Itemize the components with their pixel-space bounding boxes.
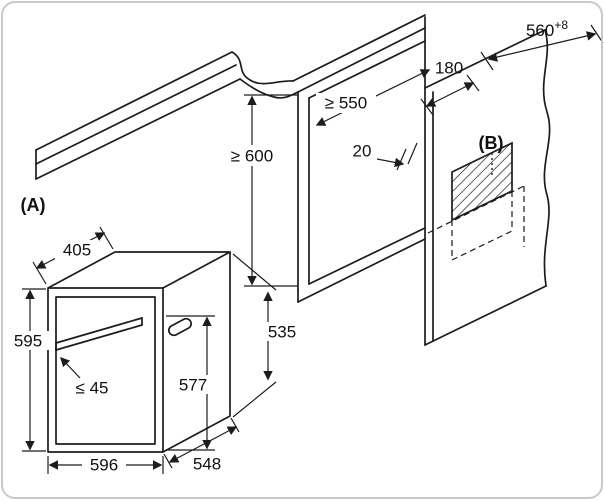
dim-top-depth: 405: [63, 241, 91, 260]
label-backplate: [55, 240, 99, 259]
dim-oven-width: 596: [90, 456, 118, 475]
dim-body-height: 577: [179, 376, 207, 395]
niche-dimensions: ≥ 600 ≥ 550 20 180 560+8: [221, 18, 604, 287]
dim-niche-width: 560+8: [526, 18, 568, 40]
break-wave-upper: [231, 51, 294, 85]
dim-handle-depth: ≤ 45: [76, 379, 109, 398]
vent-cutout: (B): [451, 133, 513, 261]
countertop-front-edge: [35, 64, 237, 165]
dim-535-ext-top: [232, 253, 277, 291]
oven-dimensions: (A) 405 595 ≤ 45 577 535: [7, 195, 305, 475]
dim-180-ext-left: [420, 98, 434, 116]
niche-ceiling-edge: [308, 40, 426, 99]
dim-405-ext-a: [32, 261, 47, 285]
oven-side-latch: [167, 317, 193, 337]
oven-door: [55, 296, 156, 445]
cabinet-base-edge: [297, 238, 426, 303]
view-label-a: (A): [21, 195, 46, 215]
label-backplate: [316, 93, 376, 113]
label-backplate: [7, 331, 50, 350]
dim-rear-height: 535: [268, 323, 296, 342]
dim-niche-width-tolerance: +8: [554, 18, 568, 32]
oven-handle-bottom: [55, 324, 143, 351]
dim-20-tick-b: [407, 142, 418, 165]
dim-niche-depth: ≥ 550: [325, 94, 367, 113]
dim-535-ext-bottom: [232, 381, 277, 418]
view-label-b: (B): [479, 133, 504, 153]
label-backplate: [172, 375, 214, 394]
countertop-bottom-edge: [35, 78, 241, 180]
dim-180-line: [425, 82, 475, 107]
dim-560-line: [487, 31, 597, 62]
dim-vent-distance: 180: [435, 59, 463, 78]
dim-548-ext-b: [230, 417, 240, 433]
vent-cutout-hatch: [451, 141, 513, 222]
vent-hidden-bottom: [451, 230, 513, 261]
label-backplate: [82, 455, 126, 474]
oven-front-face: [47, 287, 164, 453]
dim-oven-depth: 548: [193, 455, 221, 474]
dim-oven-height: 595: [14, 332, 42, 351]
dim-405-ext-b: [99, 226, 114, 250]
dim-20-tick-a: [396, 148, 407, 171]
dim-45-arrow: [60, 356, 81, 379]
dim-niche-height: ≥ 600: [231, 147, 273, 166]
oven-top-face: [47, 251, 231, 289]
dim-rear-gap: 20: [353, 142, 372, 161]
oven: [47, 251, 231, 453]
countertop: [35, 14, 426, 180]
niche-floor-edge: [308, 227, 426, 285]
hidden-base-edge: [427, 185, 525, 234]
rear-panel-bottom-edge: [424, 285, 547, 346]
countertop-top-edge-right: [292, 14, 426, 82]
label-backplate: [221, 145, 283, 166]
oven-handle-top: [55, 317, 143, 344]
niche-top-edge: [297, 27, 426, 93]
label-backplate: [186, 455, 228, 474]
rear-panel-break-wave: [542, 29, 551, 287]
dim-560-ext-left: [480, 51, 494, 71]
dim-20-arrow: [376, 157, 405, 168]
countertop-back-edge: [35, 51, 233, 151]
label-backplate: [259, 322, 305, 341]
dim-niche-width-value: 560: [526, 21, 554, 40]
dim-548-ext-a: [163, 453, 173, 469]
dim-548-line: [168, 426, 238, 463]
